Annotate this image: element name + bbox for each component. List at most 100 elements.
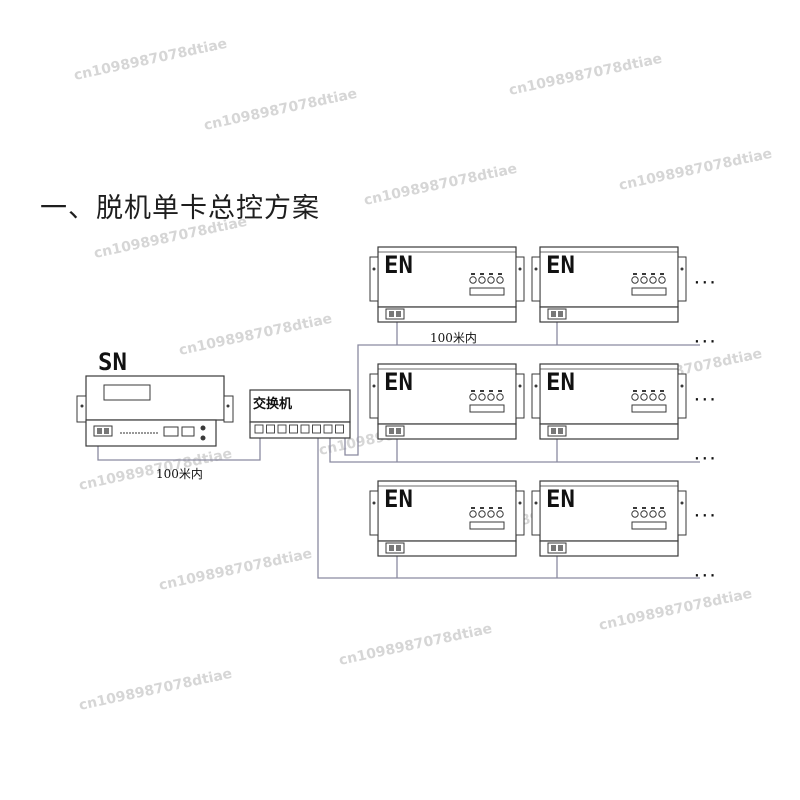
usb-port-icon — [163, 426, 179, 437]
knob-mark — [480, 507, 484, 509]
mount-ear-left — [531, 256, 541, 302]
knob-mark — [471, 507, 475, 509]
receiver-en-6: EN — [531, 480, 687, 557]
ethernet-port-icon — [547, 542, 567, 554]
network-switch — [249, 389, 351, 439]
watermark-text: cn1098987078dtiae — [598, 586, 754, 634]
knob-mark — [660, 390, 664, 392]
knob-icon — [649, 393, 657, 401]
knob-icon — [487, 393, 495, 401]
cable-switch-to-row1 — [344, 344, 700, 456]
knob-mark — [660, 507, 664, 509]
screw-icon — [680, 384, 684, 388]
sender-display — [103, 384, 151, 401]
mount-ear-right — [515, 256, 525, 302]
receiver-front-panel — [377, 540, 517, 557]
receiver-front-panel — [539, 540, 679, 557]
knob-icon — [487, 276, 495, 284]
mount-ear-right — [223, 395, 234, 423]
receiver-front-panel — [377, 423, 517, 440]
screw-icon — [226, 404, 230, 408]
watermark-text: cn1098987078dtiae — [338, 621, 494, 669]
ethernet-port-icon — [385, 425, 405, 437]
knob-mark — [651, 273, 655, 275]
knob-icon — [649, 276, 657, 284]
knob-mark — [651, 390, 655, 392]
watermark-text: cn1098987078dtiae — [508, 51, 664, 99]
cable-switch-to-row3 — [317, 438, 700, 579]
page-title: 一、脱机单卡总控方案 — [40, 193, 320, 224]
port-pin — [558, 545, 563, 551]
power-button-icon — [200, 425, 206, 431]
port-pin — [396, 311, 401, 317]
switch-port-icon — [335, 424, 344, 434]
continuation-dots: ··· — [693, 569, 716, 584]
switch-port-icon — [323, 424, 333, 434]
knob-mark — [633, 273, 637, 275]
screw-icon — [518, 501, 522, 505]
cable-layer — [97, 322, 700, 579]
screw-icon — [518, 267, 522, 271]
knob-mark — [489, 507, 493, 509]
watermark-text: cn1098987078dtiae — [178, 311, 334, 359]
knob-icon — [496, 276, 504, 284]
switch-port-icon — [312, 424, 321, 434]
knob-mark — [498, 507, 502, 509]
screw-icon — [534, 267, 538, 271]
knob-icon — [658, 510, 666, 518]
continuation-dots: ··· — [693, 276, 716, 291]
mount-ear-right — [515, 373, 525, 419]
receiver-en-2: EN — [531, 246, 687, 323]
knob-mark — [480, 273, 484, 275]
receiver-front-panel — [539, 306, 679, 323]
screw-icon — [372, 384, 376, 388]
receiver-label: EN — [546, 368, 575, 396]
mount-ear-left — [531, 373, 541, 419]
usb-port-icon — [181, 426, 195, 437]
port-pin — [551, 428, 556, 434]
knob-icon — [640, 510, 648, 518]
ethernet-port-icon — [385, 542, 405, 554]
receiver-label: EN — [546, 251, 575, 279]
continuation-dots: ··· — [693, 509, 716, 524]
mount-ear-right — [515, 490, 525, 536]
knob-icon — [496, 510, 504, 518]
mount-ear-right — [677, 490, 687, 536]
receiver-label: EN — [384, 485, 413, 513]
port-pin — [551, 545, 556, 551]
screw-icon — [680, 501, 684, 505]
screw-icon — [80, 404, 84, 408]
port-pin — [104, 428, 109, 434]
receiver-front-panel — [377, 306, 517, 323]
screw-icon — [518, 384, 522, 388]
switch-port-icon — [289, 424, 298, 434]
knob-icon — [658, 276, 666, 284]
distance-label-sn: 100米内 — [156, 467, 203, 481]
port-pin — [558, 311, 563, 317]
knob-mark — [498, 390, 502, 392]
display-window — [631, 287, 667, 296]
continuation-dots: ··· — [693, 393, 716, 408]
knob-icon — [631, 393, 639, 401]
knob-icon — [631, 276, 639, 284]
knob-mark — [480, 390, 484, 392]
knob-mark — [633, 507, 637, 509]
mount-ear-left — [369, 490, 379, 536]
knob-icon — [469, 510, 477, 518]
watermark-text: cn1098987078dtiae — [363, 161, 519, 209]
continuation-dots: ··· — [693, 335, 716, 350]
sender-label: SN — [98, 348, 127, 376]
knob-mark — [489, 273, 493, 275]
knob-icon — [649, 510, 657, 518]
knob-mark — [651, 507, 655, 509]
cable-sn-to-switch — [97, 436, 261, 461]
distance-label-en: 100米内 — [430, 331, 477, 345]
ethernet-port-icon — [547, 308, 567, 320]
knob-icon — [631, 510, 639, 518]
switch-port-icon — [254, 424, 264, 434]
knob-icon — [640, 276, 648, 284]
ethernet-port-icon — [385, 308, 405, 320]
